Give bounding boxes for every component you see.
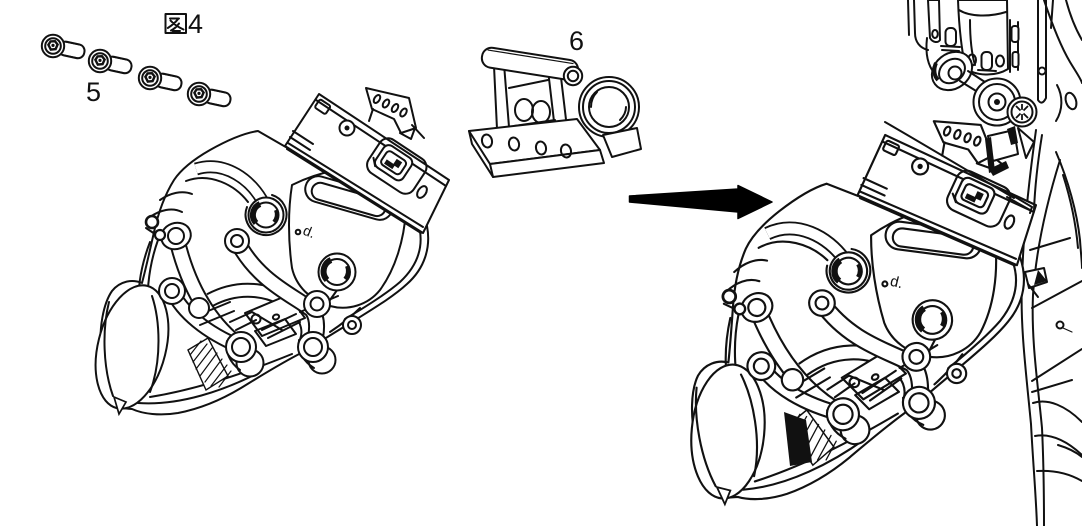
svg-text:4: 4 [188, 9, 203, 39]
svg-text:5: 5 [86, 77, 101, 107]
svg-text:d.: d. [301, 222, 318, 241]
svg-text:6: 6 [569, 26, 584, 56]
